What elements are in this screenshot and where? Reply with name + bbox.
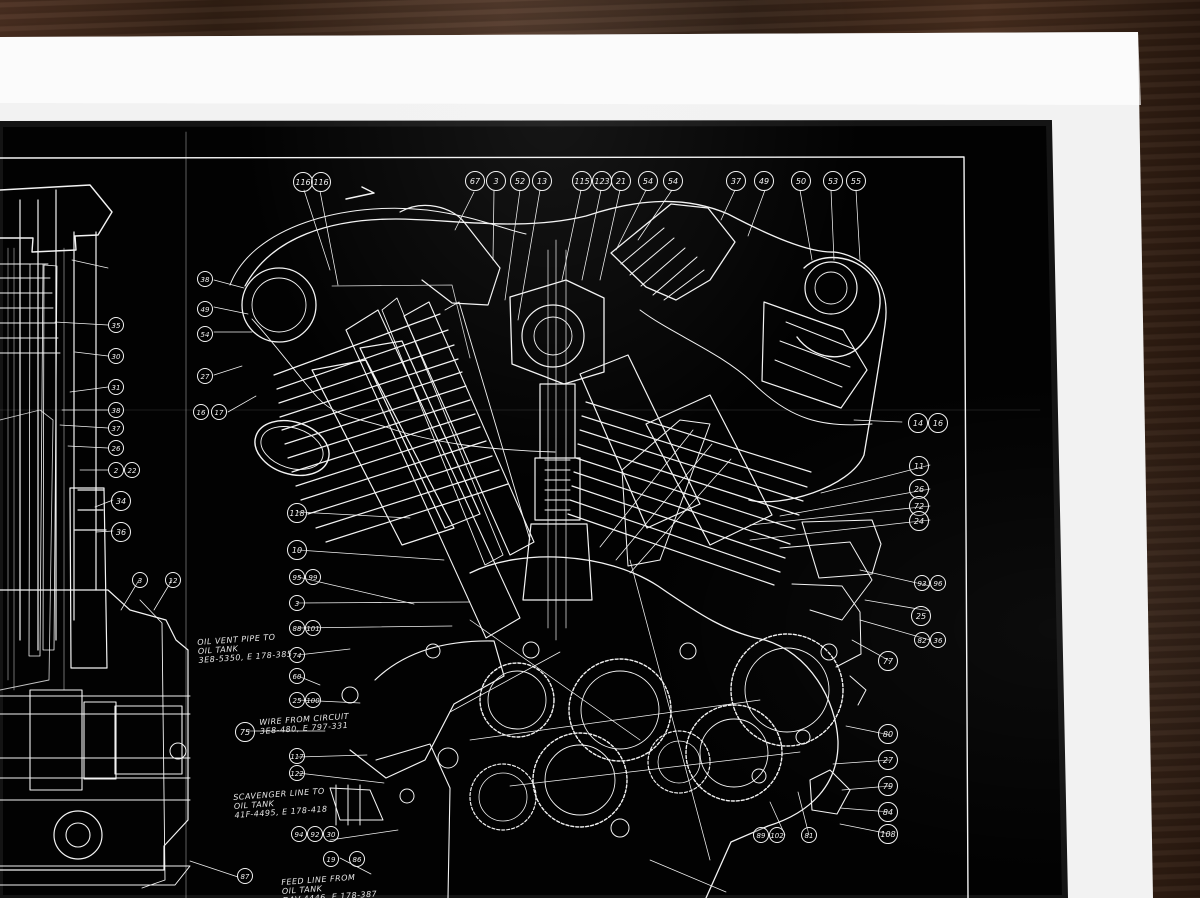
callout-37-low: 37 [108,420,124,436]
callout-3-lower-left: 3 [132,572,148,588]
callout-87: 87 [237,868,253,884]
callout-116-b: 116 [311,172,331,192]
callout-123: 123 [592,171,612,191]
callout-100: 100 [305,692,321,708]
callout-94: 94 [291,826,307,842]
callout-77: 77 [878,651,898,671]
callout-54-top-a: 54 [638,171,658,191]
callout-22-left: 22 [124,462,140,478]
callout-74: 74 [289,647,305,663]
callout-11-right: 11 [909,456,929,476]
callout-86: 86 [349,851,365,867]
callout-116-a: 116 [293,172,313,192]
callout-30-low: 30 [323,826,339,842]
callout-67: 67 [465,171,485,191]
callout-27-left: 27 [197,368,213,384]
callout-53: 53 [823,171,843,191]
callout-10: 10 [287,540,307,560]
callout-36-left: 36 [111,522,131,542]
callout-122: 122 [289,765,305,781]
callout-95: 95 [289,569,305,585]
callout-3-top: 3 [486,171,506,191]
callout-88: 88 [289,620,305,636]
callout-96: 96 [930,575,946,591]
callout-12-lower-left: 12 [165,572,181,588]
callout-13: 13 [532,171,552,191]
callout-24-right: 24 [909,511,929,531]
callout-38-left: 38 [197,271,213,287]
callout-108: 108 [878,824,898,844]
callout-25-right: 25 [911,606,931,626]
callout-79: 79 [878,776,898,796]
callout-117: 117 [289,748,305,764]
callout-14-right: 14 [908,413,928,433]
callout-31-left: 31 [108,379,124,395]
callout-55: 55 [846,171,866,191]
callout-26-left: 26 [108,440,124,456]
callout-49-top: 49 [754,171,774,191]
callout-3-left: 3 [289,595,305,611]
callout-27-right: 27 [878,750,898,770]
callout-36-right: 36 [930,632,946,648]
callout-54-top-b: 54 [663,171,683,191]
callout-35-left: 35 [108,317,124,333]
callout-102: 102 [769,827,785,843]
callout-89: 89 [753,827,769,843]
callout-2-left: 2 [108,462,124,478]
callout-81: 81 [801,827,817,843]
callout-99: 99 [305,569,321,585]
callout-50: 50 [791,171,811,191]
callout-49-left: 49 [197,301,213,317]
callout-38-low: 38 [108,402,124,418]
callout-21: 21 [611,171,631,191]
callout-84: 84 [878,802,898,822]
callout-101: 101 [305,620,321,636]
callout-30-left: 30 [108,348,124,364]
callout-19: 19 [323,851,339,867]
callout-82: 82 [914,632,930,648]
callout-93: 93 [914,575,930,591]
callout-34-left: 34 [111,491,131,511]
callout-16-left: 16 [193,404,209,420]
callout-80: 80 [878,724,898,744]
callout-75: 75 [235,722,255,742]
callout-118: 118 [287,503,307,523]
callout-16-right: 16 [928,413,948,433]
callout-92: 92 [307,826,323,842]
callout-115: 115 [572,171,592,191]
callout-52: 52 [510,171,530,191]
callout-54-left: 54 [197,326,213,342]
callout-25-left: 25 [289,692,305,708]
callout-60: 60 [289,668,305,684]
callout-37-top: 37 [726,171,746,191]
callout-17-left: 17 [211,404,227,420]
